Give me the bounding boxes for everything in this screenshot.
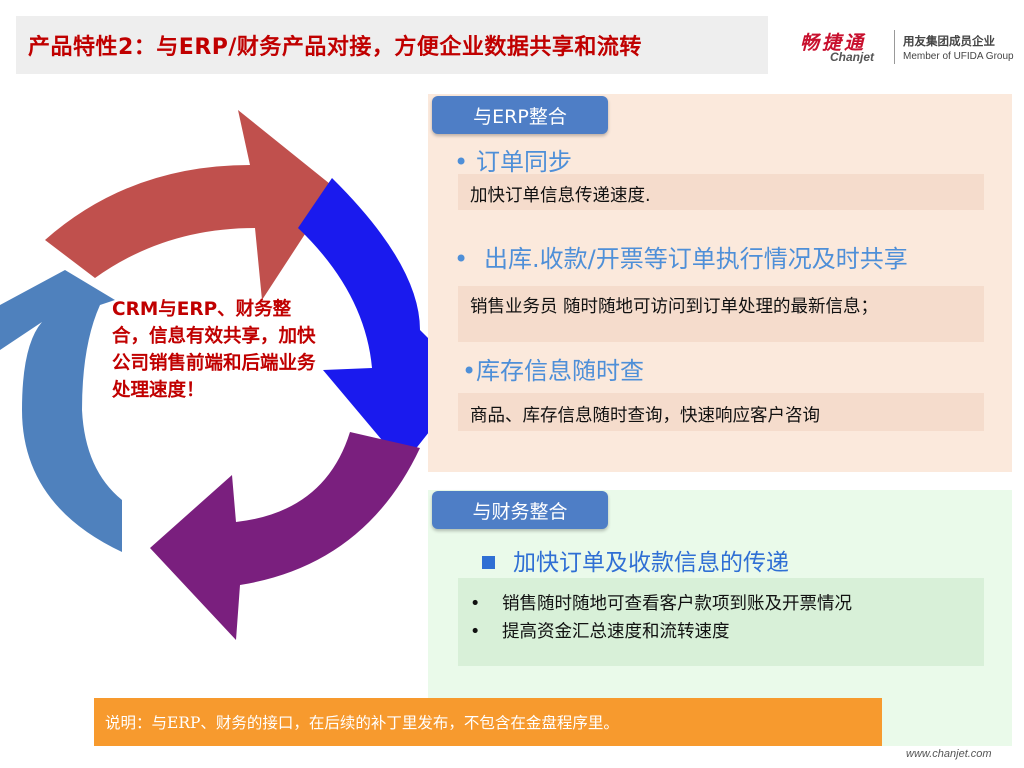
- finance-item-1: • 销售随时随地可查看客户款项到账及开票情况: [470, 590, 852, 615]
- square-bullet-icon: [482, 556, 495, 569]
- erp-detail-2: 销售业务员 随时随地可访问到订单处理的最新信息；: [470, 297, 879, 317]
- bullet-icon: •: [454, 245, 469, 273]
- erp-heading-2-text: 出库.收款/开票等订单执行情况及时共享: [484, 245, 908, 273]
- logo-brand-en: Chanjet: [830, 50, 875, 64]
- erp-tag: 与ERP整合: [432, 96, 608, 134]
- finance-heading-text: 加快订单及收款信息的传递: [513, 550, 789, 576]
- cycle-arrow-blue: [298, 178, 470, 465]
- bullet-icon: •: [454, 148, 469, 176]
- note-text: 说明：与ERP、财务的接口，在后续的补丁里发布，不包含在金盘程序里。: [105, 714, 619, 732]
- erp-detail-strip-2: [458, 286, 984, 342]
- footer-url: www.chanjet.com: [906, 748, 992, 760]
- erp-detail-1: 加快订单信息传递速度.: [470, 186, 651, 206]
- cycle-center-text: CRM与ERP、财务整合，信息有效共享，加快公司销售前端和后端业务处理速度！: [112, 299, 316, 401]
- page-title: 产品特性2：与ERP/财务产品对接，方便企业数据共享和流转: [28, 35, 642, 60]
- erp-heading-1: •订单同步: [454, 142, 572, 177]
- finance-item-2: • 提高资金汇总速度和流转速度: [470, 618, 730, 643]
- erp-heading-3-text: 库存信息随时查: [476, 357, 644, 385]
- title-bar: [16, 16, 768, 74]
- cycle-arrow-red: [45, 110, 335, 300]
- logo-group-en: Member of UFIDA Group: [903, 51, 1014, 62]
- logo-group-cn: 用友集团成员企业: [903, 34, 995, 48]
- finance-heading: 加快订单及收款信息的传递: [482, 543, 789, 577]
- bullet-icon: •: [470, 622, 481, 642]
- erp-heading-2: • 出库.收款/开票等订单执行情况及时共享: [454, 239, 908, 274]
- bullet-icon: •: [462, 357, 477, 385]
- logo-divider: [894, 30, 895, 64]
- erp-heading-1-text: 订单同步: [476, 148, 572, 176]
- erp-detail-strip-1: [458, 174, 984, 210]
- logo-brand-cn: 畅捷通: [800, 32, 867, 54]
- finance-detail-strip: [458, 578, 984, 666]
- cycle-arrow-blue-steel: [0, 270, 122, 552]
- finance-item-2-text: 提高资金汇总速度和流转速度: [502, 622, 730, 642]
- finance-item-1-text: 销售随时随地可查看客户款项到账及开票情况: [502, 594, 852, 614]
- erp-detail-3: 商品、库存信息随时查询，快速响应客户咨询: [470, 406, 820, 426]
- cycle-arrow-purple: [150, 432, 420, 640]
- erp-detail-strip-3: [458, 393, 984, 431]
- cycle-arrows-diagram: [0, 110, 470, 640]
- bullet-icon: •: [470, 594, 481, 614]
- note-bar: [94, 698, 882, 746]
- finance-tag: 与财务整合: [432, 491, 608, 529]
- erp-heading-3: •库存信息随时查: [462, 351, 644, 386]
